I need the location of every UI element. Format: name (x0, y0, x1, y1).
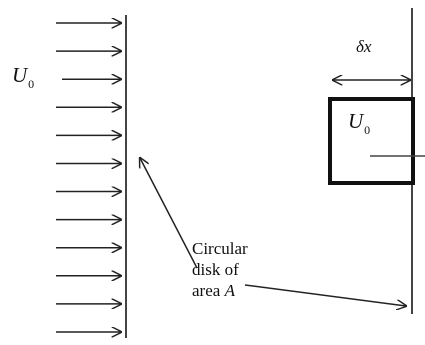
width-label: δx (356, 37, 372, 56)
control-volume-box (328, 97, 415, 185)
pointer-arrow-left-disk (140, 158, 198, 269)
freestream-velocity-label: U0 (12, 63, 34, 91)
disk-caption-line-1: Circular (192, 239, 248, 258)
incoming-flow-arrows (56, 23, 121, 332)
disk-caption-line-2: disk of (192, 260, 239, 279)
disk-caption-line-3: area A (192, 281, 236, 300)
pointer-arrow-right-disk (244, 284, 406, 306)
box-velocity-label: U0 (348, 109, 370, 137)
